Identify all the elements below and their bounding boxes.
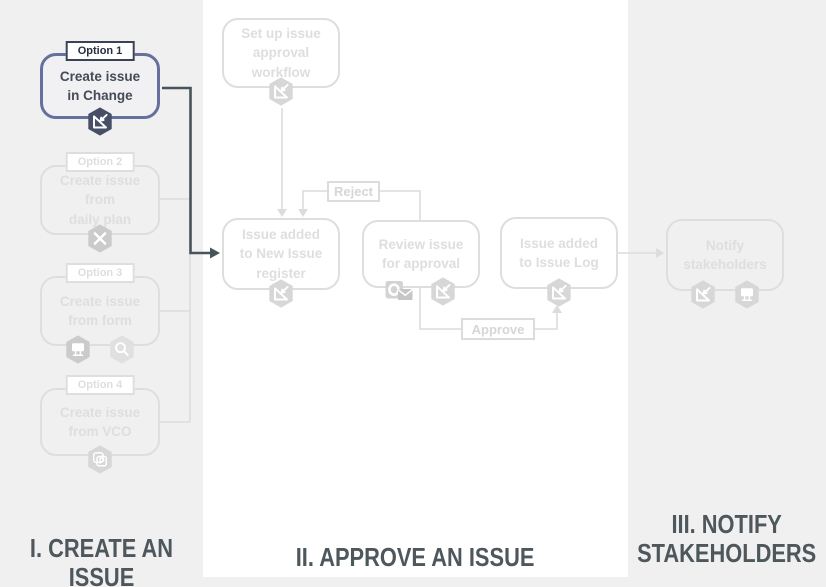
node-setup-approval-workflow[interactable]: Set up issue approval workflow [222,18,340,106]
active-flow-line [162,86,211,255]
node-title: Create issue in Change [59,68,141,103]
node-icons [668,279,782,310]
node-create-issue-in-change[interactable]: Option 1 Create issue in Change [40,41,160,136]
node-review-issue-for-approval[interactable]: Review issue for approval [362,220,480,306]
vco-app-icon [88,445,112,474]
active-arrowhead-right-icon [210,247,220,259]
node-icons [364,276,478,307]
arrowhead-down-icon [298,209,308,217]
change-app-icon [269,77,293,106]
change-app-icon [431,277,455,306]
daily-plan-app-icon [88,224,112,253]
node-title: Notify stakeholders [683,237,767,272]
node-title: Issue added to New Issue register [239,227,323,281]
node-title: Create issue from VCO [59,404,141,439]
node-title: Review issue for approval [378,236,464,271]
node-title: Create issue from daily plan [59,173,141,227]
change-app-icon [691,280,715,309]
forms-app-icon [66,335,90,364]
node-icons [502,277,616,308]
change-app-icon [547,278,571,307]
option-1-badge: Option 1 [65,41,135,61]
node-create-issue-from-form[interactable]: Option 3 Create issue from form [40,263,160,364]
section-label-notify: III. NOTIFY STAKEHOLDERS [637,509,817,568]
search-app-icon [110,335,134,364]
node-create-issue-from-daily-plan[interactable]: Option 2 Create issue from daily plan [40,152,160,253]
node-icons [42,334,158,365]
forms-app-icon [735,280,759,309]
node-notify-stakeholders[interactable]: Notify stakeholders [666,219,784,309]
arrowhead-down-icon [277,209,287,217]
node-title: Set up issue approval workflow [241,26,321,80]
node-icons [42,444,158,475]
node-issue-added-new-issue-register[interactable]: Issue added to New Issue register [222,218,340,308]
node-icons [43,106,157,137]
section-label-create: I. CREATE AN ISSUE [29,533,174,587]
arrowhead-right-icon [656,248,664,258]
arrowhead-up-icon [552,305,562,313]
option-4-badge: Option 4 [65,375,135,395]
option-3-badge: Option 3 [65,263,135,283]
edge-label-approve: Approve [461,318,535,340]
edge-label-reject: Reject [327,181,380,202]
node-icons [224,278,338,309]
node-icons [224,76,338,107]
change-app-icon [269,279,293,308]
options-bus-line [160,198,191,423]
node-title: Create issue from form [59,293,141,328]
option-2-badge: Option 2 [65,152,135,172]
node-title: Issue added to Issue Log [519,235,599,270]
change-app-icon [88,107,112,136]
node-icons [42,223,158,254]
outlook-icon [385,281,413,300]
node-issue-added-issue-log[interactable]: Issue added to Issue Log [500,217,618,307]
section-label-approve: II. APPROVE AN ISSUE [296,542,535,572]
node-create-issue-from-vco[interactable]: Option 4 Create issue from VCO [40,375,160,474]
